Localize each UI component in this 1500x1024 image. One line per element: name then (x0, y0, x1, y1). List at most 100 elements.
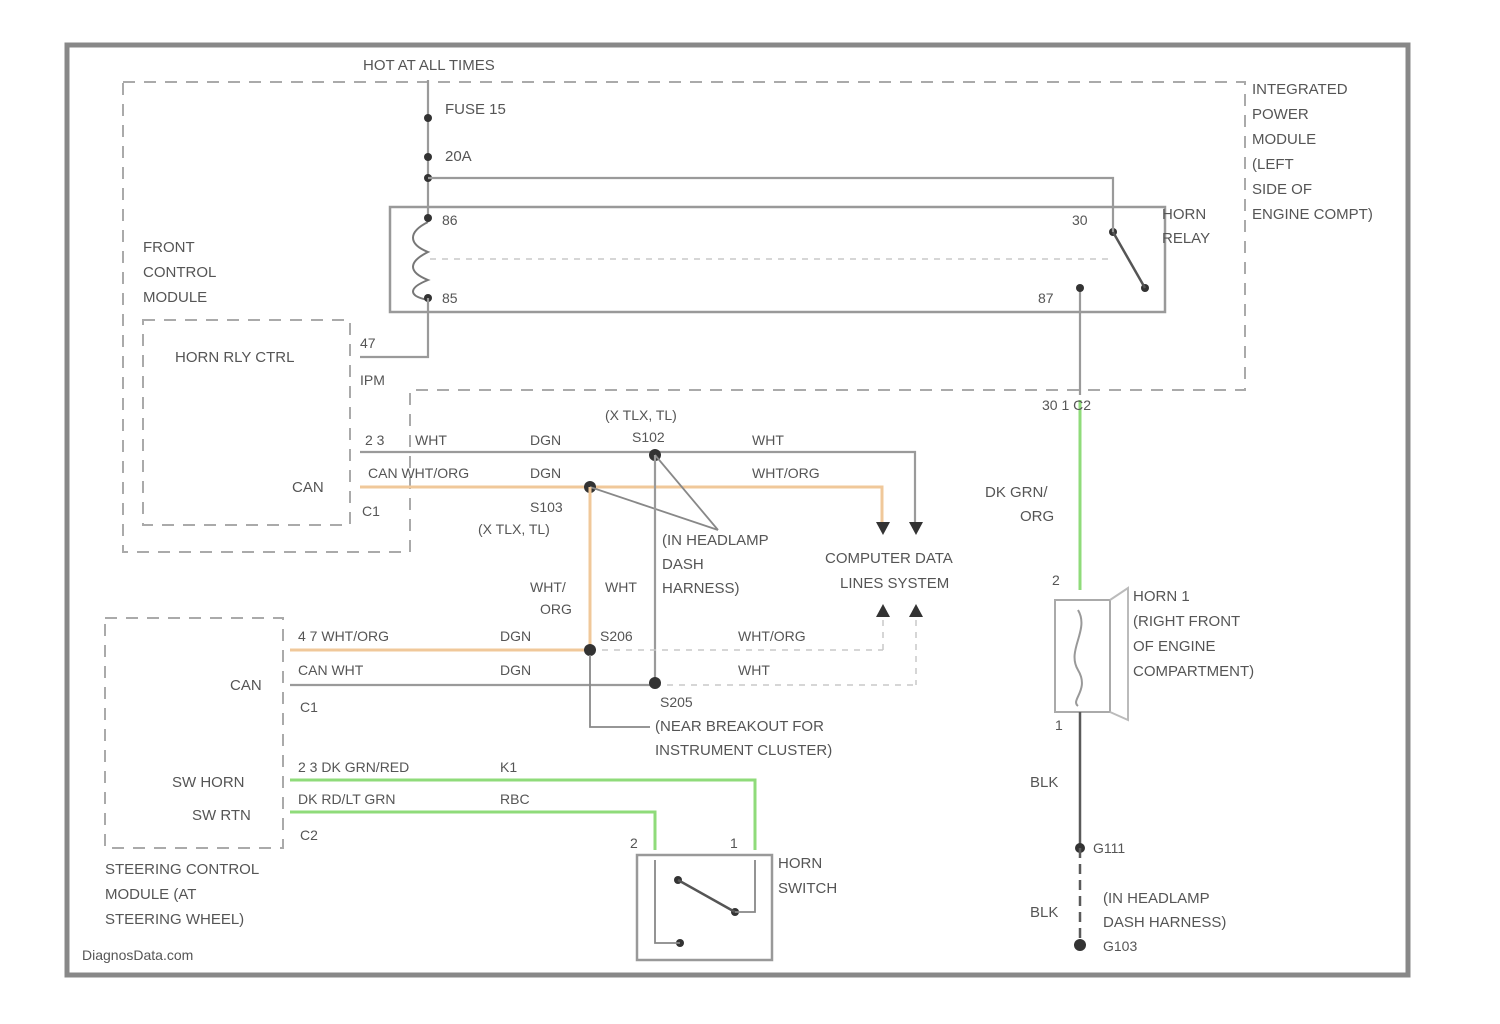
s205-leader (590, 655, 650, 727)
splice-s206-dot (584, 644, 596, 656)
label-relay-1: HORN (1162, 206, 1206, 223)
cdls-arrow-up-1 (876, 604, 890, 617)
cdls-arrow-down-1 (876, 522, 890, 535)
fuse-top (424, 114, 432, 122)
label-ipm-6: ENGINE COMPT) (1252, 206, 1373, 223)
label-ground-note-1: (IN HEADLAMP (1103, 890, 1210, 907)
label-scm-can: CAN (230, 677, 262, 694)
label-horn-rly-ctrl: HORN RLY CTRL (175, 349, 294, 366)
label-g111: G111 (1093, 840, 1125, 856)
label-scm-horn-sw: SW HORN (172, 774, 245, 791)
label-switch-pin-1: 1 (730, 835, 738, 851)
label-scm-2: MODULE (AT (105, 886, 196, 903)
label-fcm-pin-23: 2 3 (365, 432, 385, 448)
label-scm-pins-2-3: 2 3 DK GRN/RED (298, 759, 409, 775)
label-horn-3: OF ENGINE (1133, 638, 1216, 655)
label-ipm-5: SIDE OF (1252, 181, 1312, 198)
label-pin-30: 30 (1072, 212, 1088, 228)
label-ipm-4: (LEFT (1252, 156, 1294, 173)
label-dash-harness-1: (IN HEADLAMP (662, 532, 769, 549)
horn-1-body (1055, 600, 1110, 712)
label-ipm-2: POWER (1252, 106, 1309, 123)
label-wht-1: WHT (415, 432, 447, 448)
splice-s205-dot (649, 677, 661, 689)
horn-1-bell (1110, 588, 1128, 720)
label-hot-at-all-times: HOT AT ALL TIMES (363, 57, 495, 74)
label-cdls-2: LINES SYSTEM (840, 575, 949, 592)
label-scm-1: STEERING CONTROL (105, 861, 259, 878)
label-scm-conn-rbc: RBC (500, 791, 530, 807)
label-s103-note: (X TLX, TL) (478, 521, 550, 537)
label-switch-pin-2: 2 (630, 835, 638, 851)
label-scm-sw-rtn: SW RTN (192, 807, 251, 824)
label-horn-1: HORN 1 (1133, 588, 1190, 605)
switch-arm (678, 880, 735, 912)
label-ipm-3: MODULE (1252, 131, 1316, 148)
label-fcm-2: CONTROL (143, 264, 216, 281)
cdls-arrow-down-2 (909, 522, 923, 535)
label-fcm-1: FRONT (143, 239, 195, 256)
label-scm-pins-b: CAN WHT (298, 662, 364, 678)
fuse-to-relay-30 (428, 178, 1113, 232)
switch-internal-wire-2 (735, 860, 755, 912)
label-dash-harness-2: DASH (662, 556, 704, 573)
label-s206: S206 (600, 628, 633, 644)
label-dgn-3: DGN (500, 628, 531, 644)
label-fcm-3: MODULE (143, 289, 207, 306)
label-scm-pins-a: 4 7 WHT/ORG (298, 628, 389, 644)
label-blk-2: BLK (1030, 904, 1058, 921)
label-fcm-can: CAN (292, 479, 324, 496)
label-ipm-1: INTEGRATED (1252, 81, 1348, 98)
label-s205-note1: (NEAR BREAKOUT FOR (655, 718, 824, 735)
label-can-wht-org: CAN WHT/ORG (368, 465, 469, 481)
label-dgn-4: DGN (500, 662, 531, 678)
ground-g103 (1074, 939, 1086, 951)
label-wht-org-1: WHT/ORG (752, 465, 820, 481)
label-s103: S103 (530, 499, 563, 515)
label-scm-3: STEERING WHEEL) (105, 911, 244, 928)
label-s102: S102 (632, 429, 665, 445)
horn-switch-box (637, 855, 772, 960)
label-scm-wire-rtn: DK RD/LT GRN (298, 791, 396, 807)
label-wht-org-v2: ORG (540, 601, 572, 617)
sw-rtn-wire (290, 812, 655, 850)
label-fuse-amp: 20A (445, 148, 472, 165)
label-g103: G103 (1103, 938, 1137, 954)
label-horn-switch-1: HORN (778, 855, 822, 872)
label-dk-grn-org-2: ORG (1020, 508, 1054, 525)
label-pin-87: 87 (1038, 290, 1054, 306)
label-dk-grn-org-1: DK GRN/ (985, 484, 1048, 501)
label-wht-2: WHT (752, 432, 784, 448)
label-scm-conn-c1: C1 (300, 699, 318, 715)
label-ipm-conn: 30 1 C2 (1042, 397, 1091, 413)
label-pin-86: 86 (442, 212, 458, 228)
label-horn-2: (RIGHT FRONT (1133, 613, 1240, 630)
switch-internal-wire (655, 860, 680, 943)
label-horn-switch-2: SWITCH (778, 880, 837, 897)
label-horn-pin-2: 2 (1052, 572, 1060, 588)
relay-pin-86-dot (424, 214, 432, 222)
relay-coil (413, 222, 428, 300)
label-wht-org-2: WHT/ORG (738, 628, 806, 644)
label-dgn-1: DGN (530, 432, 561, 448)
label-horn-4: COMPARTMENT) (1133, 663, 1254, 680)
can-wht-org-upper (360, 487, 882, 525)
label-scm-conn-c2: C2 (300, 827, 318, 843)
label-dgn-2: DGN (530, 465, 561, 481)
label-pin-85: 85 (442, 290, 458, 306)
label-ground-note-2: DASH HARNESS) (1103, 914, 1226, 931)
relay-pin-87-dot (1076, 284, 1084, 292)
horn-1-coil (1075, 610, 1082, 706)
label-fcm-pin-47: 47 (360, 335, 376, 351)
label-s205-note2: INSTRUMENT CLUSTER) (655, 742, 832, 759)
label-wht-org-v1: WHT/ (530, 579, 566, 595)
cdls-arrow-up-2 (909, 604, 923, 617)
label-dash-harness-3: HARNESS) (662, 580, 740, 597)
label-wht-3: WHT (738, 662, 770, 678)
label-s205: S205 (660, 694, 693, 710)
relay-switch-arm (1113, 232, 1145, 288)
label-scm-pin-k1: K1 (500, 759, 517, 775)
label-relay-2: RELAY (1162, 230, 1210, 247)
label-horn-pin-1: 1 (1055, 717, 1063, 733)
